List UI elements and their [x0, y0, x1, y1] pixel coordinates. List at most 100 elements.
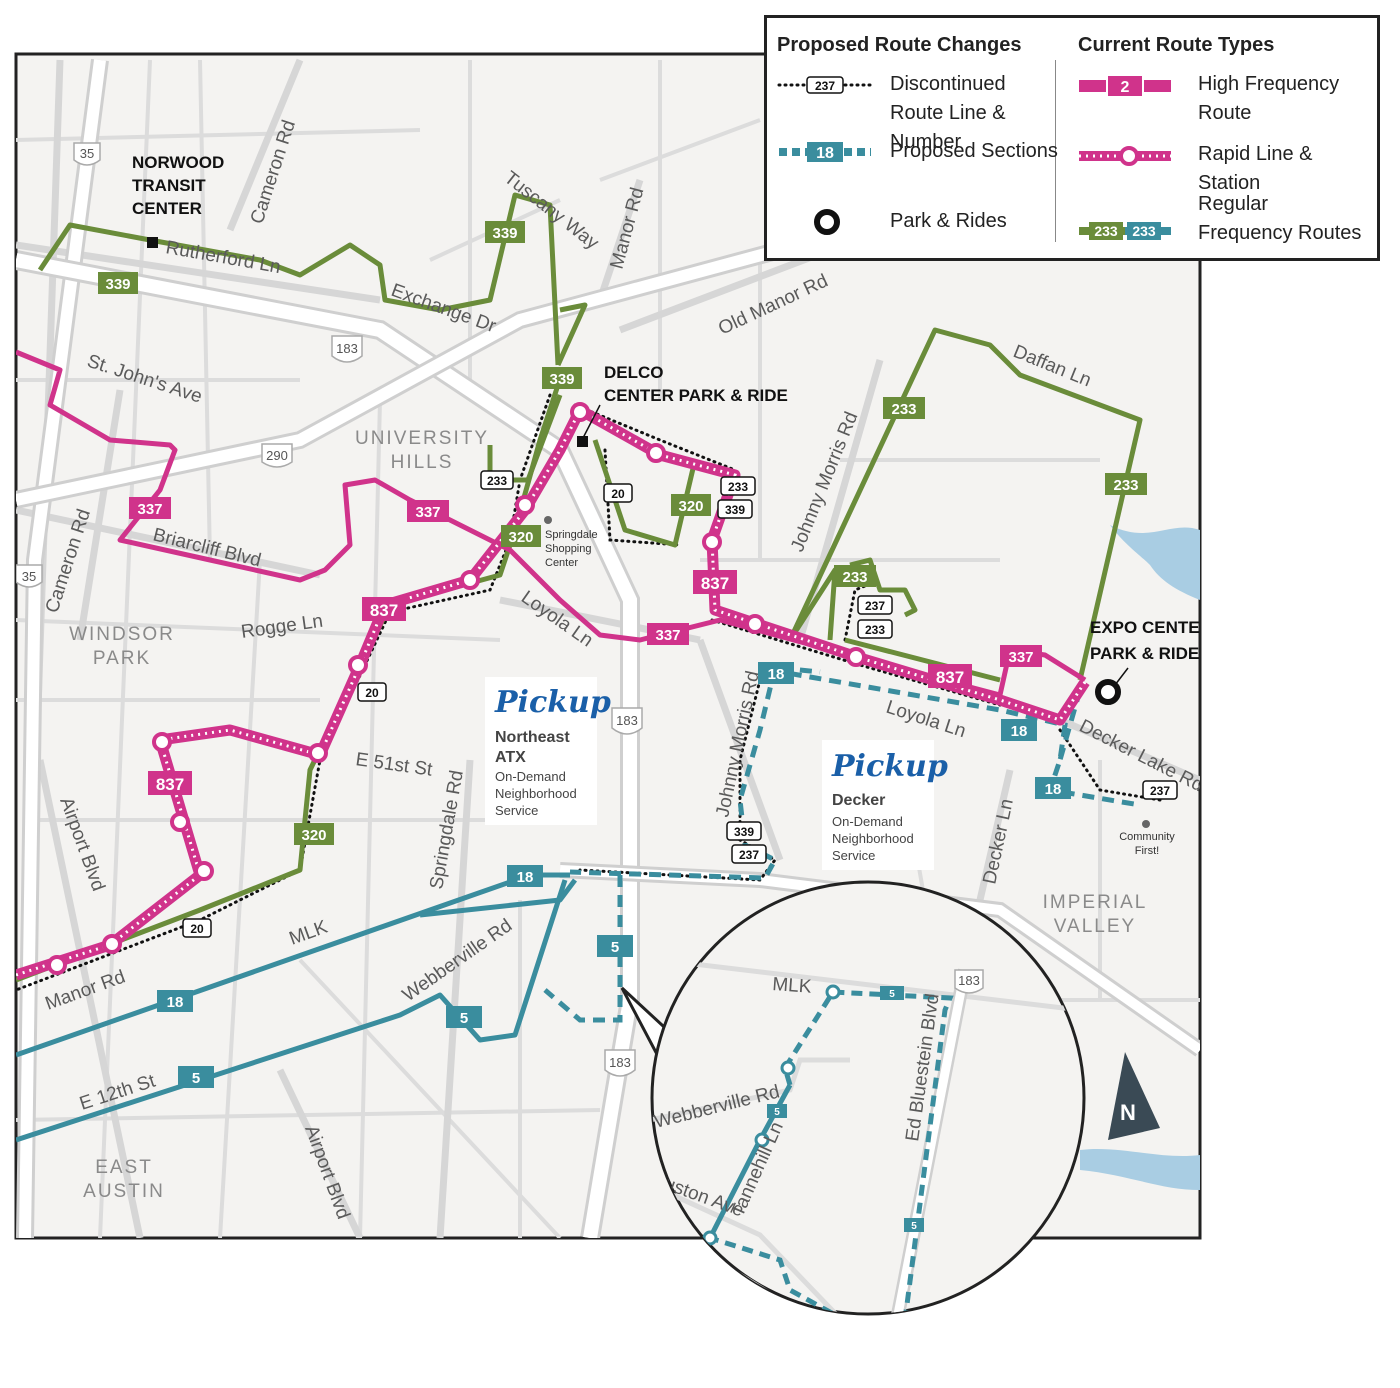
svg-text:233: 233 [865, 623, 885, 637]
boxed-number-237[interactable]: 237 [731, 844, 767, 864]
route-tag-18[interactable]: 18 [157, 990, 193, 1012]
rapid-station[interactable] [745, 614, 765, 634]
rapid-station[interactable] [47, 955, 67, 975]
route-tag-18[interactable]: 18 [758, 662, 794, 684]
rapid-station[interactable] [702, 532, 722, 552]
boxed-number-20[interactable]: 20 [603, 483, 633, 503]
inset-tag-5[interactable]: 5 [880, 986, 904, 1000]
inset-shield-icon [954, 969, 984, 994]
north-arrow: N [1108, 1052, 1160, 1140]
svg-text:18: 18 [517, 869, 534, 886]
pickup-northeast-atx[interactable]: Pickup Northeast ATX On-Demand Neighborh… [485, 677, 611, 825]
route-tag-320[interactable]: 320 [501, 525, 541, 547]
route-tag-837[interactable]: 837 [148, 771, 192, 795]
us183-label-3: 183 [609, 1055, 631, 1070]
svg-text:18: 18 [1045, 781, 1062, 798]
svg-text:339: 339 [492, 225, 517, 242]
route-tag-837[interactable]: 837 [693, 570, 737, 594]
rapid-station[interactable] [348, 655, 368, 675]
boxed-number-339[interactable]: 339 [717, 499, 753, 519]
boxed-number-20[interactable]: 20 [182, 918, 212, 938]
inset-stop[interactable] [825, 984, 841, 1000]
svg-text:837: 837 [156, 775, 184, 794]
route-tag-837[interactable]: 837 [362, 597, 406, 621]
delco-stop-marker[interactable] [577, 436, 588, 447]
norwood-stop-marker[interactable] [147, 237, 158, 248]
pickup-logo-2: Pickup [831, 749, 948, 784]
pickup-decker[interactable]: Pickup Decker On-Demand Neighborhood Ser… [822, 740, 948, 870]
springdale-label-3: Center [545, 557, 578, 569]
route-tag-320[interactable]: 320 [294, 823, 334, 845]
route-tag-337[interactable]: 337 [129, 497, 171, 519]
springdale-marker [544, 516, 552, 524]
area-university-hills-2: HILLS [391, 452, 454, 473]
svg-text:837: 837 [370, 601, 398, 620]
pickup-decker-desc-2: Neighborhood [832, 831, 914, 846]
inset-route-5-dashed [709, 989, 954, 1314]
expo-label-2: PARK & RIDE [1090, 644, 1199, 663]
rapid-station[interactable] [308, 743, 328, 763]
svg-text:837: 837 [936, 668, 964, 687]
pickup-ne-name-2: ATX [495, 749, 526, 766]
inset-stop[interactable] [702, 1230, 718, 1246]
rapid-station[interactable] [515, 495, 535, 515]
rapid-station[interactable] [152, 732, 172, 752]
route-tag-339[interactable]: 339 [485, 221, 525, 243]
rapid-station[interactable] [646, 443, 666, 463]
delco-label-1: DELCO [604, 363, 664, 382]
svg-text:233: 233 [1132, 223, 1156, 239]
route-tag-837[interactable]: 837 [928, 664, 972, 688]
inset-stop[interactable] [754, 1132, 770, 1148]
route-tag-233[interactable]: 233 [1105, 473, 1147, 495]
boxed-number-233[interactable]: 233 [857, 619, 893, 639]
route-tag-337[interactable]: 337 [647, 623, 689, 645]
route-tag-337[interactable]: 337 [407, 500, 449, 522]
route-tag-5[interactable]: 5 [597, 935, 633, 957]
rapid-station[interactable] [570, 402, 590, 422]
route-tag-320[interactable]: 320 [671, 494, 711, 516]
svg-text:337: 337 [655, 627, 680, 644]
svg-text:20: 20 [611, 487, 625, 501]
svg-text:339: 339 [725, 503, 745, 517]
route-tag-339[interactable]: 339 [98, 272, 138, 294]
legend-current-header: Current Route Types [1078, 34, 1275, 56]
route-tag-233[interactable]: 233 [834, 565, 876, 587]
rapid-line-837 [16, 404, 1090, 981]
us290-label: 290 [266, 448, 288, 463]
legend-rapid-swatch [1079, 146, 1171, 166]
boxed-number-237[interactable]: 237 [1142, 780, 1178, 800]
svg-text:5: 5 [611, 939, 619, 956]
boxed-number-233[interactable]: 233 [720, 476, 756, 496]
route-tag-18[interactable]: 18 [1001, 719, 1037, 741]
rapid-station[interactable] [194, 861, 214, 881]
boxed-number-233[interactable]: 233 [480, 470, 514, 490]
area-imperial-valley-2: VALLEY [1054, 916, 1136, 937]
svg-text:233: 233 [1113, 477, 1138, 494]
rapid-station[interactable] [846, 647, 866, 667]
svg-text:233: 233 [1094, 223, 1118, 239]
route-tag-337[interactable]: 337 [1000, 645, 1042, 667]
boxed-number-20[interactable]: 20 [357, 682, 387, 702]
rapid-station[interactable] [102, 934, 122, 954]
rapid-station[interactable] [170, 812, 190, 832]
boxed-number-237[interactable]: 237 [857, 595, 893, 615]
inset-tag-5[interactable]: 5 [904, 1218, 924, 1232]
svg-text:339: 339 [549, 371, 574, 388]
expo-park-ride-icon[interactable] [1095, 679, 1121, 705]
community-first-label-2: First! [1135, 845, 1159, 857]
inset-tag-5[interactable]: 5 [767, 1104, 787, 1118]
route-tag-233[interactable]: 233 [883, 397, 925, 419]
route-tag-5[interactable]: 5 [446, 1006, 482, 1028]
route-tag-5[interactable]: 5 [178, 1066, 214, 1088]
rapid-station[interactable] [460, 570, 480, 590]
inset-street-technicenter: TechniCenter Dr [788, 1304, 920, 1387]
inset-stop[interactable] [780, 1060, 796, 1076]
area-windsor-park-2: PARK [93, 648, 151, 669]
route-tag-18[interactable]: 18 [1035, 777, 1071, 799]
inset-stop[interactable] [842, 1316, 854, 1328]
boxed-number-339[interactable]: 339 [726, 821, 762, 841]
svg-text:320: 320 [301, 827, 326, 844]
route-tag-339[interactable]: 339 [542, 367, 582, 389]
springdale-label-1: Springdale [545, 529, 598, 541]
route-tag-18[interactable]: 18 [507, 865, 543, 887]
